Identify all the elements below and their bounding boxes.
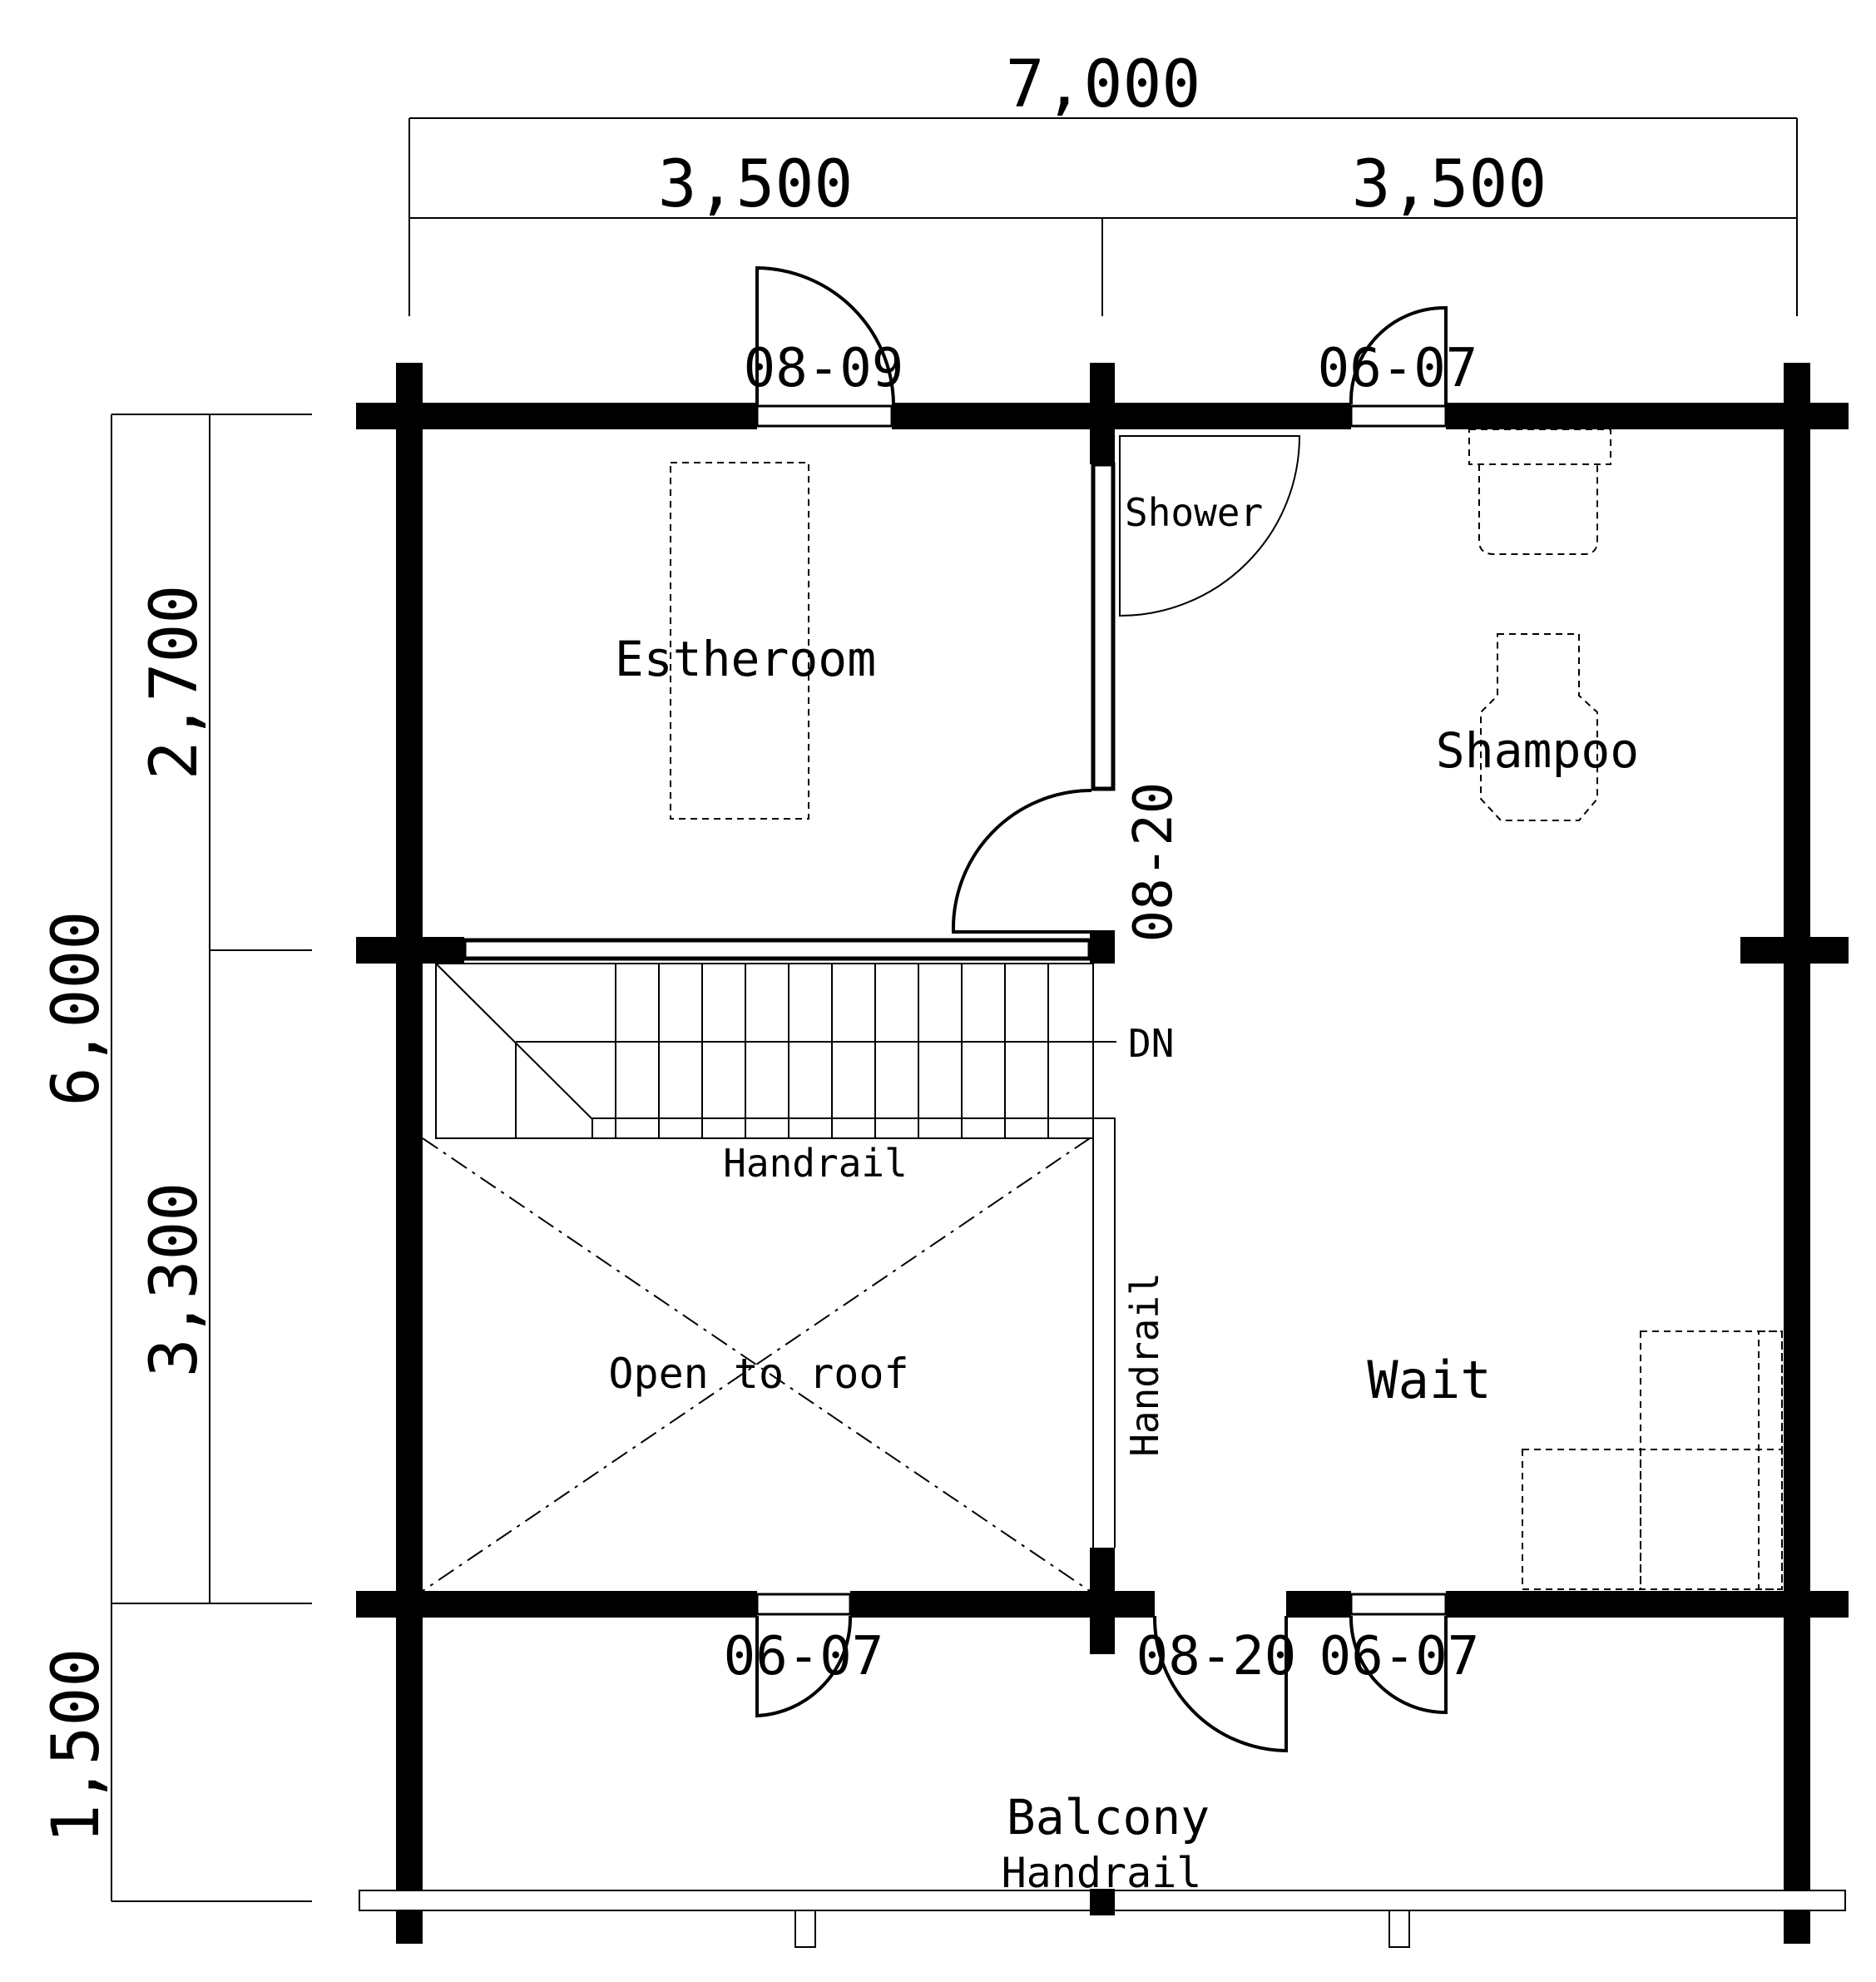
bottom-wall-segment — [1446, 1591, 1849, 1618]
handrail-balcony-label: Handrail — [1002, 1849, 1202, 1897]
sink-basin — [1478, 464, 1598, 555]
handrail-side-label: Handrail — [1122, 1272, 1167, 1457]
top-wall-segment — [1446, 403, 1849, 429]
code-top-right-window: 06-07 — [1318, 338, 1478, 399]
center-post-top — [1090, 363, 1115, 464]
waiting-seat-back — [1758, 1330, 1783, 1590]
balcony-leg — [794, 1910, 816, 1948]
room-balcony: Balcony — [1007, 1789, 1210, 1846]
balcony-depth-label: 1,500 — [39, 1648, 114, 1844]
stair-outline — [435, 963, 1094, 1139]
open-to-roof-cross — [422, 1137, 1091, 1592]
balcony-post — [1090, 1889, 1115, 1915]
bottom-wall-segment — [1286, 1591, 1351, 1618]
shower-partition — [1091, 462, 1116, 791]
center-post-bottom — [1090, 1548, 1115, 1654]
shampoo-chair — [1480, 633, 1598, 821]
total-height-label: 6,000 — [39, 911, 114, 1107]
doors — [755, 265, 1448, 1753]
code-bottom-door: 08-20 — [1136, 1626, 1297, 1687]
staircase — [435, 963, 1116, 1548]
left-wall — [396, 363, 423, 1944]
handrail-stair-label: Handrail — [723, 1141, 908, 1186]
waiting-seat — [1640, 1330, 1783, 1590]
handrail-outline — [592, 1117, 1116, 1548]
stair-direction-label: DN — [1128, 1021, 1174, 1066]
upper-height-label: 2,700 — [137, 585, 212, 780]
window-swing-top-right — [1349, 305, 1448, 406]
code-bottom-left-window: 06-07 — [724, 1626, 884, 1687]
door-swing-top-left — [755, 265, 895, 406]
sink-counter — [1468, 429, 1611, 465]
code-top-left-door: 08-09 — [744, 338, 904, 399]
window-frame — [1349, 1593, 1448, 1616]
total-width-label: 7,000 — [1006, 47, 1201, 122]
room-labels: Estheroom Shower Shampoo DN Handrail Han… — [608, 490, 1639, 1897]
room-estheroom: Estheroom — [615, 631, 876, 687]
opening-codes: 08-09 06-07 08-20 06-07 08-20 06-07 — [724, 338, 1480, 1687]
left-width-label: 3,500 — [658, 147, 854, 222]
bottom-wall-segment — [356, 1591, 757, 1618]
window-swing-bottom-right — [1349, 1615, 1448, 1715]
stair-winder — [435, 963, 593, 1138]
room-shampoo: Shampoo — [1436, 722, 1639, 779]
code-inner-door: 08-20 — [1123, 782, 1185, 943]
right-wall — [1784, 363, 1810, 1944]
lower-height-label: 3,300 — [137, 1182, 212, 1378]
right-width-label: 3,500 — [1352, 147, 1547, 222]
room-open-to-roof: Open to roof — [608, 1350, 908, 1398]
door-swing-inner — [951, 789, 1091, 934]
roof-diagonal — [422, 1137, 1091, 1592]
shower-door-swing — [1119, 435, 1301, 617]
top-wall-segment — [892, 403, 1351, 429]
waiting-seat — [1522, 1449, 1783, 1590]
door-swing-bottom — [1152, 1615, 1288, 1753]
window-frame — [1349, 404, 1448, 428]
room-wait: Wait — [1367, 1350, 1491, 1410]
top-dimensions: 7,000 3,500 3,500 — [408, 47, 1798, 316]
handrail-outline — [592, 1137, 1094, 1548]
room-shower: Shower — [1125, 490, 1263, 535]
window-swing-bottom-left — [755, 1615, 853, 1718]
balcony-leg — [1388, 1910, 1410, 1948]
top-wall-segment — [356, 403, 757, 429]
partition-wall — [462, 938, 1092, 961]
roof-diagonal — [422, 1137, 1091, 1592]
waiting-seat — [1522, 1449, 1783, 1590]
esthe-bed — [670, 462, 809, 820]
walls — [356, 363, 1849, 1948]
window-frame — [755, 404, 893, 428]
window-frame — [755, 1593, 852, 1616]
left-dimensions: 6,000 2,700 3,300 1,500 — [39, 414, 312, 1902]
partition-post — [1090, 930, 1115, 964]
code-bottom-right-window: 06-07 — [1319, 1626, 1480, 1687]
furniture — [670, 429, 1783, 1590]
